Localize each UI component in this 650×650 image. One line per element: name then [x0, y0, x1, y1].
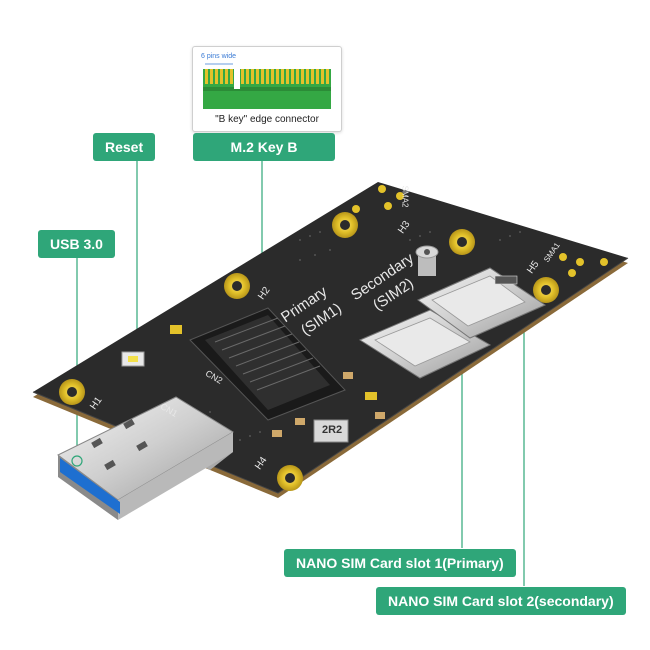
callout-usb: USB 3.0 — [38, 230, 115, 258]
m2-connector — [189, 307, 346, 421]
pins-width-label: 6 pins wide — [201, 53, 237, 60]
callout-sim2: NANO SIM Card slot 2(secondary) — [376, 587, 626, 615]
callout-sim1: NANO SIM Card slot 1(Primary) — [284, 549, 516, 577]
sma-pads — [352, 185, 608, 277]
callout-m2-key-b: M.2 Key B — [193, 133, 335, 161]
standoff — [415, 245, 439, 276]
sim-slot-2-art — [417, 267, 547, 339]
edge-connector-inset: 6 pins wide "B key" edge connector — [192, 46, 342, 132]
inset-caption: "B key" edge connector — [215, 114, 319, 125]
usb-plug — [57, 396, 234, 520]
callout-reset: Reset — [93, 133, 156, 161]
edge-connector-art — [203, 63, 331, 109]
label-chip: 2R2 — [322, 424, 343, 436]
smd-components — [121, 275, 518, 443]
label-sma2: SMA2 — [400, 185, 410, 208]
mounting-holes — [59, 212, 559, 491]
